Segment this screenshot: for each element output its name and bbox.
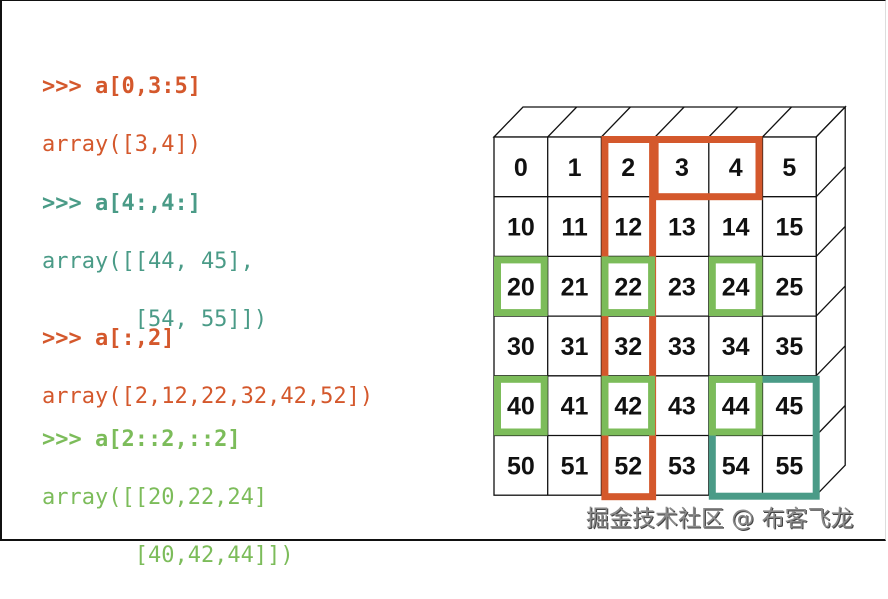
grid-cell-value: 4 [729,154,743,182]
highlight-step-cell [601,375,656,436]
grid-cell-value: 5 [782,154,796,182]
grid-cell-value: 44 [722,393,750,421]
highlight-step-cell [494,256,548,317]
grid-cell-value: 50 [507,452,535,480]
grid-cell-value: 42 [614,393,642,421]
grid-cell-value: 12 [614,214,642,242]
highlight-row-slice [651,136,763,201]
watermark: 掘金技术社区 @ 布客飞龙 [586,506,854,532]
grid-cell-value: 55 [775,452,803,480]
code-block-corner-slice: >>> a[4:,4:] array([[44, 45], [54, 55]]) [42,160,267,363]
grid-cell-value: 35 [775,333,803,361]
code-output-line: [40,42,44]]) [42,543,294,568]
code-prompt: >>> a[:,2] [42,326,175,351]
cube-side-edge [815,225,846,257]
grid-cell-value: 2 [621,154,635,182]
cube-top-edge [654,106,685,138]
highlight-step-cell [708,375,763,436]
grid-cell-value: 10 [507,214,535,242]
code-output-line: array([2,12,22,32,42,52]) [42,384,374,409]
grid-cell-value: 51 [561,452,589,480]
grid-cell-value: 11 [561,214,588,242]
grid-cell-value: 53 [668,452,696,480]
cube-side-edge [815,405,846,436]
grid-cell-value: 31 [561,333,589,361]
code-output-line: [54, 55]]) [42,307,268,332]
grid-cell-value: 24 [722,273,750,301]
code-prompt: >>> a[0,3:5] [42,74,201,99]
grid-cell-value: 45 [775,393,803,421]
highlight-corner-slice [708,375,820,500]
code-prompt: >>> a[4:,4:] [42,191,201,216]
grid-cell-value: 23 [668,273,696,301]
code-prompt: >>> a[2::2,::2] [42,427,241,452]
cube-side-edge [815,285,846,317]
code-output-line: array([[44, 45], [42,249,254,274]
cube-side-edge [815,166,846,198]
grid-cell-value: 41 [561,393,589,421]
cube-side-edge [815,345,846,377]
highlight-step-cell [708,256,763,317]
grid-cell-value: 3 [675,154,689,182]
code-block-column-slice: >>> a[:,2] array([2,12,22,32,42,52]) [42,295,373,440]
grid-cell-value: 22 [614,273,642,301]
code-output-line: array([3,4]) [42,132,201,157]
grid-cell-value: 15 [775,214,803,242]
code-output-line: array([[20,22,24] [42,485,268,510]
grid-cell-value: 54 [722,452,750,480]
cube-top-edge [600,106,631,138]
cube-top-edge [708,106,739,138]
grid-cell-value: 30 [507,333,535,361]
grid-cell-value: 21 [561,273,589,301]
grid-cell-value: 25 [775,273,803,301]
highlight-step-cell [601,256,656,317]
grid-cell-value: 33 [668,333,696,361]
figure-frame [0,0,886,541]
cube-top-edge [547,106,578,138]
highlight-step-cell [494,375,548,436]
grid-cell-value: 20 [507,273,535,301]
grid-cell-value: 1 [568,154,582,182]
grid-cell-value: 52 [614,452,642,480]
grid-cell-value: 32 [614,333,642,361]
grid-cell-value: 34 [722,333,750,361]
grid-cell-value: 14 [722,214,750,242]
cube-top-edge [762,106,792,138]
code-block-row-slice: >>> a[0,3:5] array([3,4]) [42,43,201,188]
grid-cell-value: 43 [668,393,696,421]
highlight-column-slice [601,136,657,501]
grid-cell-value: 13 [668,214,696,242]
grid-cell-value: 0 [514,154,528,182]
grid-cell-value: 40 [507,393,535,421]
